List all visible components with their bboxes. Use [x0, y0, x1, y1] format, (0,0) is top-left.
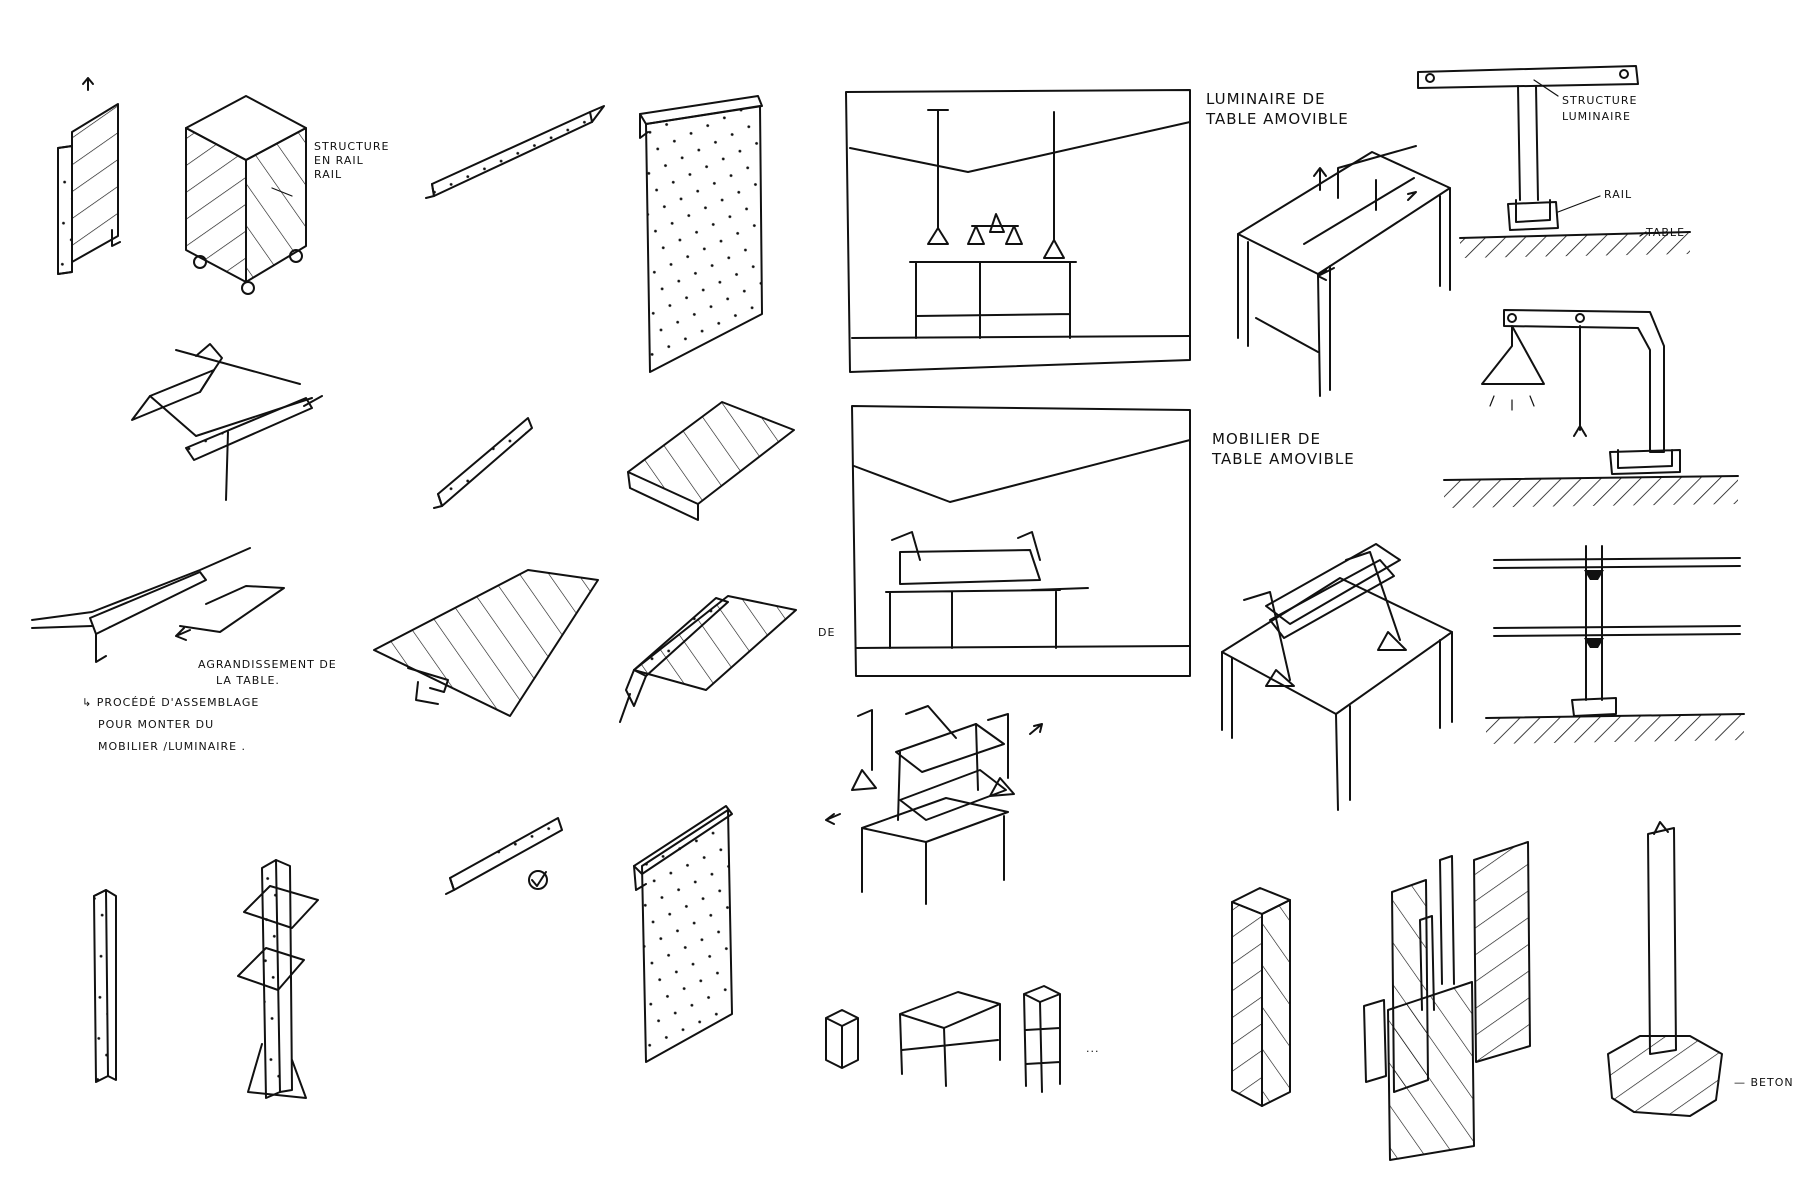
label-la-table: LA TABLE.: [216, 674, 280, 687]
label-table-amovible-1: TABLE AMOVIBLE: [1205, 110, 1349, 128]
scene-mobilier-frame: [851, 405, 1191, 677]
label-beton: — BETON: [1734, 1076, 1794, 1089]
label-rail-2: RAIL: [1604, 188, 1632, 201]
label-mobilier-de: MOBILIER DE: [1212, 430, 1321, 448]
label-en-rail: EN RAIL: [314, 154, 364, 167]
luminaire-structure-detail: STRUCTURE LUMINAIRE RAIL TABLE: [1417, 65, 1691, 258]
panel-on-rail-sketch: [57, 77, 121, 275]
label-ellipsis: ...: [1086, 1042, 1100, 1055]
shelf-panel-sketch: [627, 401, 795, 521]
shelf-tower-on-table-sketch: [825, 705, 1043, 905]
label-de: DE: [818, 626, 835, 639]
post-with-shelves-sketch: [237, 859, 319, 1099]
cabinet-on-wheels-sketch: STRUCTURE EN RAIL RAIL: [185, 95, 389, 295]
scene-luminaire-frame: [845, 89, 1191, 373]
hanging-panel-top-sketch: [639, 95, 763, 373]
label-pour-monter: POUR MONTER DU: [98, 718, 214, 731]
label-rail: RAIL: [314, 168, 342, 181]
label-mobilier-luminaire: MOBILIER /LUMINAIRE .: [98, 740, 246, 753]
label-luminaire-de: LUMINAIRE DE: [1206, 90, 1326, 108]
mobilier-table-sketch: MOBILIER DE TABLE AMOVIBLE: [1211, 430, 1453, 811]
arm-lamp-detail: [1443, 309, 1739, 508]
label-table: TABLE: [1645, 226, 1685, 239]
label-agrandissement: AGRANDISSEMENT DE: [198, 658, 337, 671]
shelving-post-detail: [1485, 545, 1745, 744]
small-modules-sketch: ...: [825, 985, 1100, 1093]
perforated-rail-post-sketch: [93, 889, 117, 1083]
table-top-with-clip-sketch: [373, 569, 599, 717]
rail-piece-middle-sketch: [433, 417, 533, 509]
laptop-table-rail-sketch: [131, 343, 323, 501]
label-luminaire: LUMINAIRE: [1562, 110, 1631, 123]
table-extension-sketch: AGRANDISSEMENT DE LA TABLE. ↳ PROCÉDÉ D'…: [31, 547, 337, 753]
hatched-column-sketch: [1231, 887, 1291, 1107]
hinged-shelf-panel-sketch: DE: [619, 595, 835, 723]
rail-piece-bottom-sketch: [445, 817, 563, 895]
label-procede: ↳ PROCÉDÉ D'ASSEMBLAGE: [82, 696, 259, 709]
rail-piece-top-sketch: [425, 105, 605, 199]
luminaire-table-sketch: LUMINAIRE DE TABLE AMOVIBLE: [1205, 90, 1451, 397]
panel-assembly-sketch: [1363, 841, 1531, 1161]
label-structure: STRUCTURE: [314, 140, 389, 153]
hanging-panel-bottom-sketch: [633, 805, 733, 1063]
label-structure-2: STRUCTURE: [1562, 94, 1637, 107]
label-table-amovible-2: TABLE AMOVIBLE: [1211, 450, 1355, 468]
post-in-concrete-base-sketch: — BETON: [1607, 821, 1794, 1117]
